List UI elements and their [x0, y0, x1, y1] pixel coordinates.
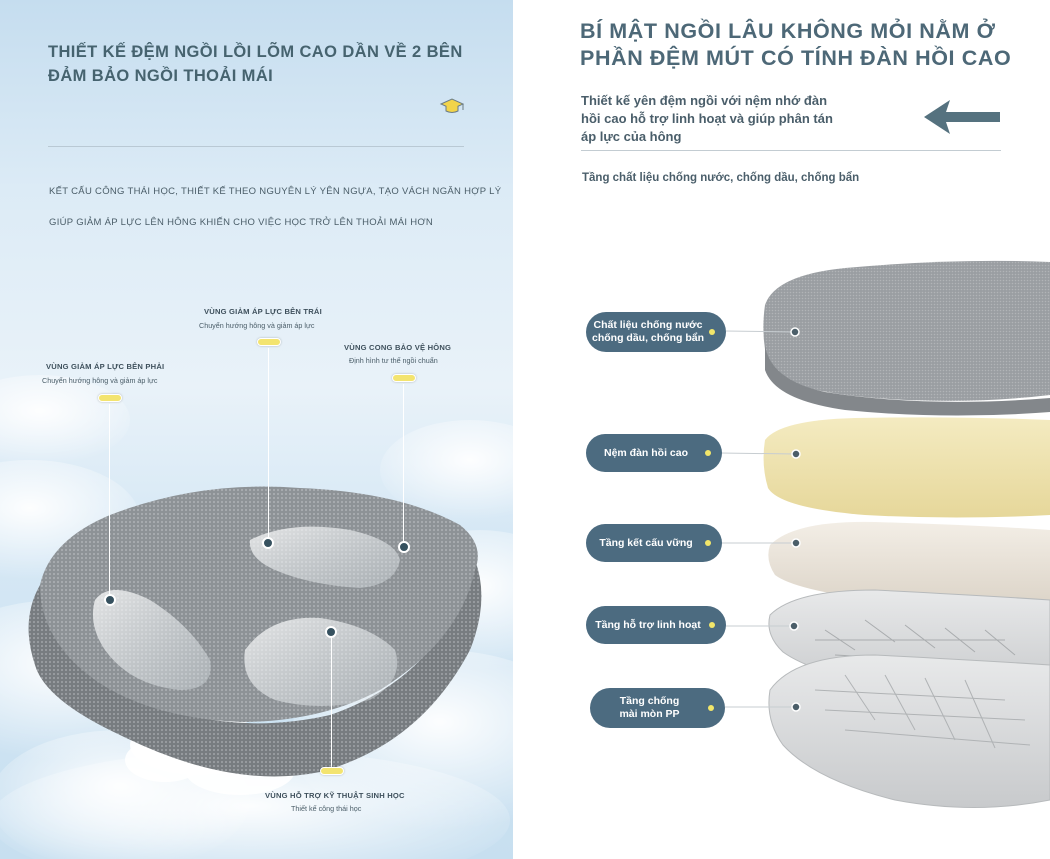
left-desc-line-1: KẾT CẤU CÔNG THÁI HỌC, THIẾT KẾ THEO NGU…	[49, 186, 502, 197]
cushion-layers-illustration	[719, 260, 1050, 808]
right-description: Thiết kế yên đệm ngồi với nệm nhớ đàn hồ…	[581, 92, 881, 146]
layer-label-pp-base-line-1: Tầng chống	[619, 695, 680, 707]
right-note: Tầng chất liệu chống nước, chống dầu, ch…	[582, 172, 860, 184]
right-title-line-1: BÍ MẬT NGỒI LÂU KHÔNG MỎI NẰM Ở	[580, 19, 996, 43]
zone-sub-right-pressure: Chuyển hướng hông và giảm áp lực	[42, 376, 158, 385]
layer-label-fabric-line-1: Chất liệu chống nước	[593, 319, 703, 331]
layer-label-flex-support-line-1: Tầng hỗ trợ linh hoạt	[595, 618, 701, 631]
layer-label-foam-dot	[705, 450, 711, 456]
right-title-line-2: PHẦN ĐỆM MÚT CÓ TÍNH ĐÀN HỒI CAO	[580, 46, 1012, 70]
zone-title-left-pressure: VÙNG GIẢM ÁP LỰC BÊN TRÁI	[204, 307, 322, 316]
zone-marker-left-pressure	[257, 338, 281, 346]
layer-label-fabric-line-2: chống dầu, chống bẩn	[592, 332, 704, 344]
layer-label-foam: Nệm đàn hồi cao	[586, 434, 722, 472]
left-title: THIẾT KẾ ĐỆM NGỒI LỒI LÕM CAO DẦN VỀ 2 B…	[48, 40, 488, 88]
right-desc-line-2: hồi cao hỗ trợ linh hoạt và giúp phân tá…	[581, 111, 833, 126]
layer-label-pp-base-dot	[708, 705, 714, 711]
layer-label-fabric-dot	[709, 329, 715, 335]
zone-marker-hip-curve	[392, 374, 416, 382]
zone-title-right-pressure: VÙNG GIẢM ÁP LỰC BÊN PHẢI	[46, 362, 165, 371]
layer-label-structure: Tầng kết cấu vững	[586, 524, 722, 562]
left-desc-line-2: GIÚP GIẢM ÁP LỰC LÊN HÔNG KHIẾN CHO VIỆC…	[49, 217, 433, 228]
arrow-left-icon	[924, 100, 1000, 134]
zone-sub-bio-support: Thiết kế công thái học	[291, 804, 362, 813]
layer-label-structure-dot	[705, 540, 711, 546]
zone-title-hip-curve: VÙNG CONG BẢO VỆ HÔNG	[344, 343, 452, 352]
zone-line-right-pressure	[109, 404, 110, 596]
graduation-cap-icon	[439, 98, 465, 113]
right-title: BÍ MẬT NGỒI LÂU KHÔNG MỎI NẰM Ở PHẦN ĐỆM…	[580, 18, 1050, 72]
seat-cushion-illustration	[28, 486, 482, 777]
left-panel: THIẾT KẾ ĐỆM NGỒI LỒI LÕM CAO DẦN VỀ 2 B…	[0, 0, 513, 859]
layer-label-foam-line-1: Nệm đàn hồi cao	[603, 446, 688, 459]
right-panel: BÍ MẬT NGỒI LÂU KHÔNG MỎI NẰM Ở PHẦN ĐỆM…	[525, 0, 1050, 859]
right-desc-line-1: Thiết kế yên đệm ngồi với nệm nhớ đàn	[581, 93, 828, 108]
layer-label-flex-support: Tầng hỗ trợ linh hoạt	[586, 606, 726, 644]
zone-line-left-pressure	[268, 348, 269, 538]
zone-marker-right-pressure	[98, 394, 122, 402]
left-title-line-2: ĐẢM BẢO NGỒI THOẢI MÁI	[48, 67, 274, 85]
right-divider	[581, 150, 1001, 151]
layer-label-fabric: Chất liệu chống nước chống dầu, chống bẩ…	[586, 312, 726, 352]
zone-line-bio-support	[331, 637, 332, 767]
right-desc-line-3: áp lực của hông	[581, 129, 682, 144]
left-title-line-1: THIẾT KẾ ĐỆM NGỒI LỒI LÕM CAO DẦN VỀ 2 B…	[48, 43, 463, 61]
zone-title-bio-support: VÙNG HỖ TRỢ KỸ THUẬT SINH HỌC	[265, 791, 405, 800]
zone-sub-hip-curve: Định hình tư thế ngồi chuẩn	[349, 356, 438, 365]
zone-marker-bio-support	[320, 767, 344, 775]
layer-label-structure-line-1: Tầng kết cấu vững	[599, 536, 693, 549]
layer-label-flex-support-dot	[709, 622, 715, 628]
zone-sub-left-pressure: Chuyển hướng hông và giảm áp lực	[199, 321, 315, 330]
zone-line-hip-curve	[403, 384, 404, 542]
layer-label-pp-base-line-2: mài mòn PP	[619, 708, 680, 720]
left-divider	[48, 146, 464, 147]
layer-label-pp-base: Tầng chống mài mòn PP	[590, 688, 725, 728]
